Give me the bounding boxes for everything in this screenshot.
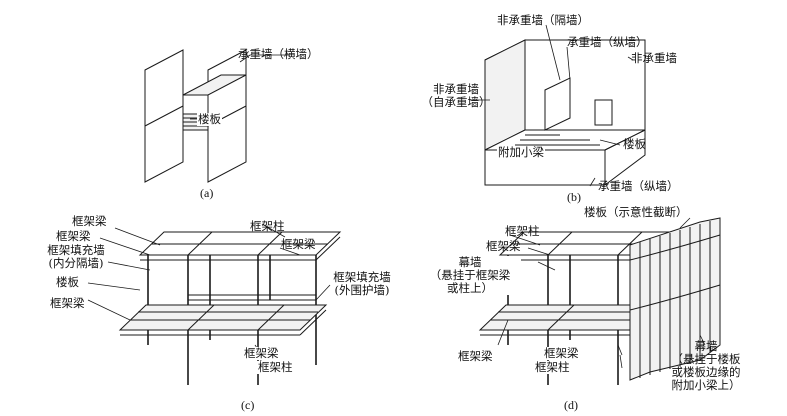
drawing-c: [87, 223, 342, 385]
d-curtain-left-label: 幕墙 （悬挂于框架梁 或柱上）: [419, 256, 521, 295]
d-frame-beam-top-label: 框架梁: [486, 239, 521, 253]
d-curtain-right-line1: 幕墙: [694, 339, 718, 353]
c-frame-beam-right-label: 框架梁: [281, 237, 316, 251]
caption-a: (a): [200, 186, 214, 200]
c-frame-column-top-label: 框架柱: [250, 219, 285, 233]
b-nonbearing-left-label: 非承重墙 （自承重墙）: [420, 83, 492, 109]
c-infill-inner-line2: (内分隔墙): [48, 256, 104, 270]
d-curtain-right-line3: 或楼板边缘的: [671, 365, 741, 379]
c-frame-beam-3-label: 框架梁: [50, 296, 85, 310]
d-frame-beam-bottom-label: 框架梁: [543, 346, 580, 360]
b-nonbearing-right-label: 非承重墙: [631, 51, 677, 65]
caption-b: (b): [567, 190, 581, 204]
caption-d: (d): [564, 398, 578, 412]
d-curtain-wall: [629, 217, 721, 381]
c-frame-beam-2-label: 框架梁: [56, 229, 91, 243]
c-infill-inner-line1: 框架填充墙: [47, 243, 105, 257]
b-bearing-long-top-label: 承重墙（纵墙）: [567, 35, 648, 49]
d-slab-section-label: 楼板（示意性截断）: [584, 205, 688, 219]
d-curtain-left-line3: 或柱上）: [447, 281, 493, 295]
drawing-b: [470, 24, 646, 187]
b-extra-beam-label: 附加小梁: [497, 145, 545, 159]
d-frame-beam-left-label: 框架梁: [458, 349, 493, 363]
c-frame-beam-1-label: 框架梁: [72, 214, 107, 228]
b-door: [594, 99, 613, 126]
c-frame-beam-bottom-label: 框架梁: [243, 346, 280, 360]
caption-c: (c): [241, 398, 255, 412]
b-partition-label: 非承重墙（隔墙）: [497, 13, 589, 27]
d-curtain-left-line1: 幕墙: [458, 255, 482, 269]
d-curtain-left-line2: （悬挂于框架梁: [429, 268, 511, 282]
b-slab-label: 楼板: [623, 137, 646, 151]
a-slab-label: 楼板: [197, 112, 222, 126]
c-infill-outer-label: 框架填充墙 (外围护墙): [322, 271, 402, 297]
b-bearing-long-bottom-label: 承重墙（纵墙）: [598, 179, 679, 193]
d-curtain-right-label: 幕墙 （悬挂于楼板 或楼板边缘的 附加小梁上）: [660, 340, 752, 392]
a-bearing-wall-label: 承重墙（横墙）: [238, 47, 319, 61]
drawing-d: [478, 217, 721, 385]
c-infill-outer-line2: (外围护墙): [334, 283, 390, 297]
c-infill-outer-line1: 框架填充墙: [333, 270, 391, 284]
c-infill-inner-label: 框架填充墙 (内分隔墙): [34, 244, 118, 270]
c-slab-label: 楼板: [56, 275, 79, 289]
b-nonbearing-left-line1: 非承重墙: [433, 82, 479, 96]
d-frame-column-top-label: 框架柱: [505, 224, 540, 238]
d-curtain-right-line2: （悬挂于楼板: [671, 352, 741, 366]
b-nonbearing-left-line2: （自承重墙）: [421, 95, 491, 109]
d-curtain-right-line4: 附加小梁上）: [671, 378, 741, 392]
a-top-slab: [182, 74, 247, 96]
c-frame-column-bottom-label: 框架柱: [257, 360, 294, 374]
c-lower-slab: [118, 304, 328, 331]
d-frame-column-bottom-label: 框架柱: [534, 360, 571, 374]
